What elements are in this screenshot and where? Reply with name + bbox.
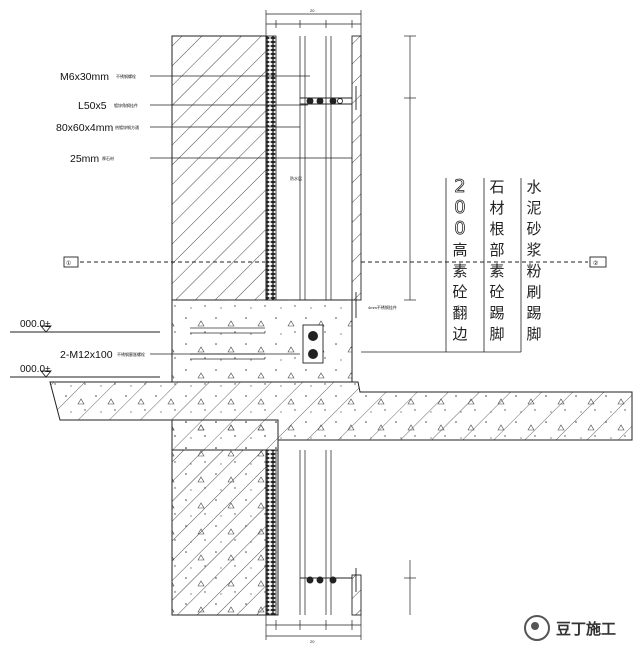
label-angle-cn: 镀锌角钢挂件 [114,102,138,108]
watermark: 豆丁施工 [524,615,616,641]
legend-char: 翻 [452,304,467,322]
bracket-assembly-lower [300,568,357,592]
legend-char: 部 [489,241,504,259]
legend-char: 0 [454,197,465,218]
legend-char: 刷 [526,283,541,301]
legend-char: 根 [489,220,504,238]
legend-char: 砼 [452,283,467,301]
dimension-right [404,35,416,615]
grid-line-left [63,256,265,268]
grid-right-label: ② [593,260,598,267]
label-side-small: 4mm不锈钢挂件 [368,304,397,310]
dim-bottom-label: 20 [310,639,315,644]
steel-tube-upper [299,36,332,300]
legend-char: 石 [489,178,504,196]
legend-char: 素 [452,262,467,280]
legend-char: 脚 [526,325,541,343]
embed-plate [302,324,324,364]
legend-char: 边 [452,325,467,343]
beam-column [171,419,279,616]
level-top-label: 000.0± [20,319,51,330]
label-stone-cn: 厚石材 [102,155,114,161]
legend-char: 踢 [489,304,504,322]
label-bolt-cn: 不锈钢螺栓 [116,73,136,79]
grid-line-right [361,256,607,268]
anchor-nut-bottom [308,349,318,359]
leader-lines [150,75,352,355]
steel-tube-lower [299,450,332,615]
level-marker-top [10,325,160,333]
legend-char: 素 [489,262,504,280]
stone-panel-lower [351,574,362,616]
masonry-wall-upper [171,35,267,301]
legend-char: 踢 [526,304,541,322]
legend-char: 材 [489,199,504,217]
legend-char: 水 [526,178,541,196]
level-marker-bottom [10,370,160,378]
dimension-bottom [265,615,362,640]
label-stone: 25mm [70,153,99,165]
bracket-assembly-upper [300,86,357,110]
anchor-nut-top [308,331,318,341]
label-tube: 80x60x4mm [56,122,113,134]
legend-char: 脚 [489,325,504,343]
legend-char: 粉 [526,262,541,280]
level-bottom-label: 000.0± [20,364,51,375]
legend-char: 砂 [526,220,541,238]
dimension-top [265,10,362,36]
legend-char: 0 [454,218,465,239]
label-waterproof: 防水层 [290,175,302,181]
grid-left-label: ① [66,260,71,267]
legend-char: 浆 [526,241,541,259]
label-anchor-cn: 不锈钢膨胀螺栓 [117,351,145,357]
label-bolt: M6x30mm [60,71,109,83]
floor-slab-texture [50,382,632,450]
legend-char: 砼 [489,283,504,301]
watermark-logo-icon [524,615,550,641]
dim-top-label: 20 [310,8,315,13]
concrete-curb-texture [172,300,352,382]
legend-char: 2 [454,176,465,197]
watermark-text: 豆丁施工 [556,619,617,638]
label-angle: L50x5 [78,100,107,112]
legend-char: 泥 [526,199,541,217]
label-tube-cn: 热镀锌钢方通 [115,124,139,130]
legend-char: 高 [452,241,467,259]
stone-panel-upper [351,35,362,301]
label-anchor: 2-M12x100 [60,349,113,361]
legend-leaders [361,178,522,353]
